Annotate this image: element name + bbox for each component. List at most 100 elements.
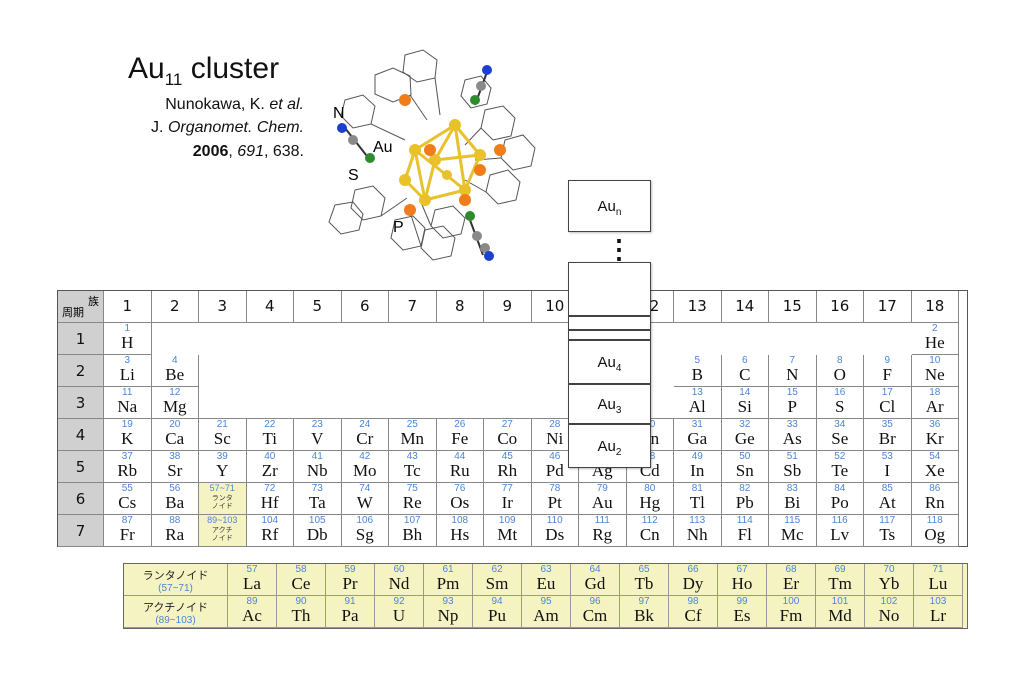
group-header: 13 — [674, 291, 722, 323]
atomic-number: 7 — [789, 355, 796, 366]
atomic-number: 35 — [881, 419, 893, 430]
nitrogen-atoms — [337, 65, 494, 261]
element-symbol: Os — [450, 493, 470, 512]
atomic-number: 25 — [406, 419, 418, 430]
element-symbol: Eu — [536, 574, 556, 593]
empty-cell — [864, 323, 912, 355]
atomic-number: 3 — [124, 355, 131, 366]
atomic-number: 68 — [785, 564, 797, 575]
atomic-number: 75 — [406, 483, 418, 494]
atomic-number: 36 — [929, 419, 941, 430]
periodic-table: 族周期12345678910111213141516171812345671H2… — [57, 290, 968, 547]
element-symbol: Po — [830, 493, 849, 512]
element-symbol: Pt — [547, 493, 562, 512]
atomic-number: 2 — [931, 323, 938, 334]
atomic-number: 6 — [741, 355, 748, 366]
atomic-number: 19 — [121, 419, 133, 430]
atomic-number: 28 — [549, 419, 561, 430]
atomic-number: 23 — [311, 419, 323, 430]
element-symbol: Nb — [306, 461, 328, 480]
atomic-number: 24 — [359, 419, 371, 430]
group-header: 2 — [151, 291, 199, 323]
element-symbol: Ce — [291, 574, 311, 593]
element-symbol: Pm — [436, 574, 460, 593]
au-subscript: 4 — [615, 363, 622, 374]
au-subscript: 2 — [615, 447, 622, 458]
empty-cell — [816, 323, 864, 355]
atomic-number: 98 — [687, 596, 699, 607]
label-s: S — [348, 167, 359, 184]
element-symbol: Db — [306, 525, 328, 544]
au-subscript: n — [615, 207, 622, 218]
au-base: Au — [597, 354, 616, 371]
period-header: 1 — [58, 323, 104, 355]
atomic-number: 114 — [736, 515, 753, 526]
au-2-box: Au2 — [568, 424, 651, 468]
element-symbol: Ne — [924, 365, 945, 384]
atomic-number: 54 — [929, 451, 941, 462]
placeholder-label-1: アクチ — [211, 527, 233, 534]
empty-cell — [341, 323, 389, 355]
atomic-number: 106 — [356, 515, 374, 526]
element-symbol: Al — [688, 397, 706, 416]
element-symbol: Mt — [497, 525, 518, 544]
element-symbol: Mn — [400, 429, 425, 448]
element-symbol: U — [392, 606, 406, 625]
atomic-number: 69 — [834, 564, 846, 575]
atomic-number: 103 — [929, 596, 947, 607]
atomic-number: 4 — [171, 355, 178, 366]
empty-cell — [389, 387, 437, 419]
atomic-number: 89 — [246, 596, 258, 607]
element-symbol: Pr — [342, 574, 358, 593]
atomic-number: 37 — [121, 451, 133, 462]
element-symbol: Mc — [780, 525, 804, 544]
atomic-number: 14 — [739, 387, 751, 398]
atomic-number: 57 — [246, 564, 258, 575]
atomic-number: 38 — [169, 451, 181, 462]
atomic-number: 59 — [344, 564, 356, 575]
atomic-number: 110 — [546, 515, 563, 526]
element-symbol: Cl — [879, 397, 896, 416]
period-header: 7 — [58, 515, 104, 547]
atomic-number: 12 — [169, 387, 181, 398]
au-n-box: Aun — [568, 180, 651, 232]
atomic-number: 53 — [881, 451, 893, 462]
element-symbol: Lu — [928, 574, 948, 593]
atomic-number: 107 — [403, 515, 421, 526]
group-header: 16 — [816, 291, 864, 323]
element-symbol: W — [356, 493, 373, 512]
au-stack-blank-2 — [568, 316, 651, 330]
element-symbol: Te — [831, 461, 849, 480]
element-symbol: Br — [878, 429, 896, 448]
